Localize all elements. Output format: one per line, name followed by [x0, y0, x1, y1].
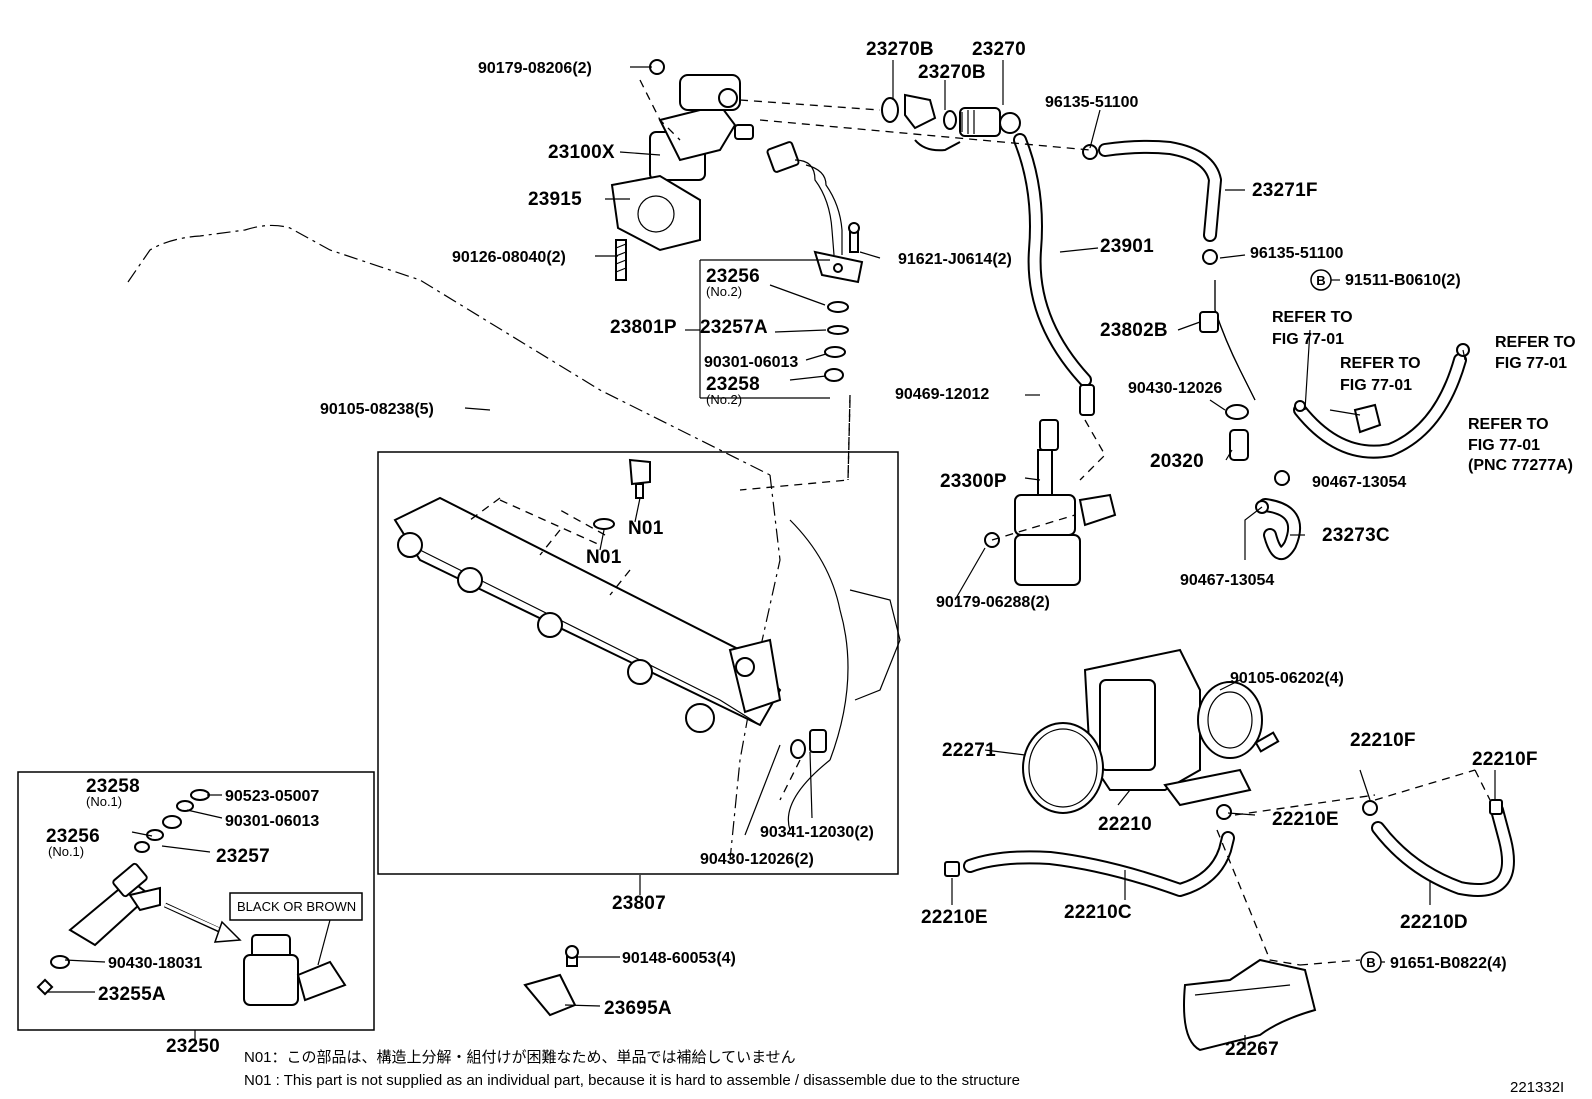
label-23258-no1: 23258	[86, 776, 140, 797]
label-refer2a: REFER TO	[1495, 334, 1576, 351]
label-23807: 23807	[612, 893, 666, 914]
label-23256-no1-sub: (No.1)	[48, 844, 84, 859]
label-91511-B0610: 91511-B0610(2)	[1345, 272, 1461, 289]
label-90467-13054-a: 90467-13054	[1312, 474, 1406, 491]
label-96135-51100-a: 96135-51100	[1045, 94, 1139, 111]
hose-23901	[1013, 133, 1095, 416]
label-23100X: 23100X	[548, 142, 615, 163]
fuel-pipe-23801P	[766, 141, 864, 284]
label-90523-05007: 90523-05007	[225, 788, 319, 805]
label-90148-60053: 90148-60053(4)	[622, 950, 736, 967]
label-90430-12026-a: 90430-12026	[1128, 380, 1222, 397]
label-refer1a: REFER TO	[1272, 309, 1353, 326]
label-91651-B0822: 91651-B0822(4)	[1390, 955, 1507, 972]
label-23802B: 23802B	[1100, 320, 1168, 341]
label-22210C: 22210C	[1064, 902, 1132, 923]
label-90301-06013-b: 90301-06013	[225, 813, 319, 830]
label-black-or-brown: BLACK OR BROWN	[237, 899, 356, 914]
label-23270: 23270	[972, 39, 1026, 60]
label-n01-b: N01	[586, 547, 622, 568]
note-japanese: N01：この部品は、構造上分解・組付けが困難なため、単品では補給していません	[244, 1049, 796, 1066]
b-mark-1: B	[1310, 269, 1332, 291]
label-refer3b: FIG 77-01	[1340, 377, 1412, 394]
leader-lines	[48, 60, 1496, 1050]
hose-23271F	[1082, 139, 1222, 265]
label-23257: 23257	[216, 846, 270, 867]
bracket-22267	[1183, 958, 1317, 1052]
label-refer1b: FIG 77-01	[1272, 331, 1344, 348]
label-96135-51100-b: 96135-51100	[1250, 245, 1344, 262]
fuel-rail-box	[377, 451, 899, 875]
label-22210F-b: 22210F	[1472, 749, 1538, 770]
b-mark-2-text: B	[1366, 955, 1375, 970]
label-23258-no2-sub: (No.2)	[706, 392, 742, 407]
b-mark-2: B	[1360, 951, 1382, 973]
label-20320: 20320	[1150, 451, 1204, 472]
label-90179-06288: 90179-06288(2)	[936, 594, 1050, 611]
label-22210D: 22210D	[1400, 912, 1468, 933]
label-23801P: 23801P	[610, 317, 677, 338]
label-refer4a: REFER TO	[1468, 416, 1549, 433]
pipe-23802B	[1199, 280, 1256, 401]
label-22267: 22267	[1225, 1039, 1279, 1060]
label-23270B-b: 23270B	[918, 62, 986, 83]
b-mark-1-text: B	[1316, 273, 1325, 288]
hose-22210D	[1362, 799, 1515, 897]
label-23256-no1: 23256	[46, 826, 100, 847]
label-23300P: 23300P	[940, 471, 1007, 492]
o-rings-stack	[824, 301, 849, 382]
label-23901: 23901	[1100, 236, 1154, 257]
label-90105-06202: 90105-06202(4)	[1230, 670, 1344, 687]
label-22271: 22271	[942, 740, 996, 761]
label-90469-12012: 90469-12012	[895, 386, 989, 403]
pressure-regulator	[881, 93, 1021, 152]
fuel-pump-assembly	[610, 59, 754, 281]
label-refer2b: FIG 77-01	[1495, 355, 1567, 372]
label-90301-06013-a: 90301-06013	[704, 354, 798, 371]
label-23255A: 23255A	[98, 984, 166, 1005]
label-90467-13054-b: 90467-13054	[1180, 572, 1274, 589]
label-22210: 22210	[1098, 814, 1152, 835]
label-23257A: 23257A	[700, 317, 768, 338]
dash-leaders	[499, 79, 1361, 966]
injector-box	[17, 771, 375, 1031]
label-23258-no2: 23258	[706, 374, 760, 395]
label-90430-18031: 90430-18031	[108, 955, 202, 972]
label-22210F-a: 22210F	[1350, 730, 1416, 751]
valve-20320	[1225, 404, 1301, 560]
label-23250: 23250	[166, 1036, 220, 1057]
hose-22210C	[944, 831, 1235, 897]
label-90179-08206: 90179-08206(2)	[478, 60, 592, 77]
label-refer4b: FIG 77-01	[1468, 437, 1540, 454]
label-23273C: 23273C	[1322, 525, 1390, 546]
label-23256-no2: 23256	[706, 266, 760, 287]
label-90126-08040: 90126-08040(2)	[452, 249, 566, 266]
label-91621-J0614: 91621-J0614(2)	[898, 251, 1012, 268]
label-23695A: 23695A	[604, 998, 672, 1019]
label-refer4c: (PNC 77277A)	[1468, 457, 1573, 474]
figure-id: 221332I	[1510, 1079, 1564, 1096]
engine-outline	[127, 224, 781, 861]
label-refer3a: REFER TO	[1340, 355, 1421, 372]
injector-assembly	[36, 789, 363, 1006]
part-labels: 90179-08206(2) 23100X 23915 90126-08040(…	[46, 39, 1576, 1060]
label-23270B-a: 23270B	[866, 39, 934, 60]
label-n01-a: N01	[628, 518, 664, 539]
label-90430-12026-b: 90430-12026(2)	[700, 851, 814, 868]
label-23256-no2-sub: (No.2)	[706, 284, 742, 299]
label-90105-08238: 90105-08238(5)	[320, 401, 434, 418]
color-note-box	[229, 892, 363, 921]
label-23258-no1-sub: (No.1)	[86, 794, 122, 809]
throttle-body-22210	[1022, 648, 1280, 820]
fuel-rail	[393, 399, 901, 831]
label-22210E-a: 22210E	[1272, 809, 1339, 830]
note-english: N01 : This part is not supplied as an in…	[244, 1072, 1020, 1089]
label-23271F: 23271F	[1252, 180, 1318, 201]
label-23915: 23915	[528, 189, 582, 210]
label-22210E-b: 22210E	[921, 907, 988, 928]
label-90341-12030: 90341-12030(2)	[760, 824, 874, 841]
hose-leaders	[1234, 769, 1491, 816]
vsv-23300P	[984, 419, 1117, 586]
